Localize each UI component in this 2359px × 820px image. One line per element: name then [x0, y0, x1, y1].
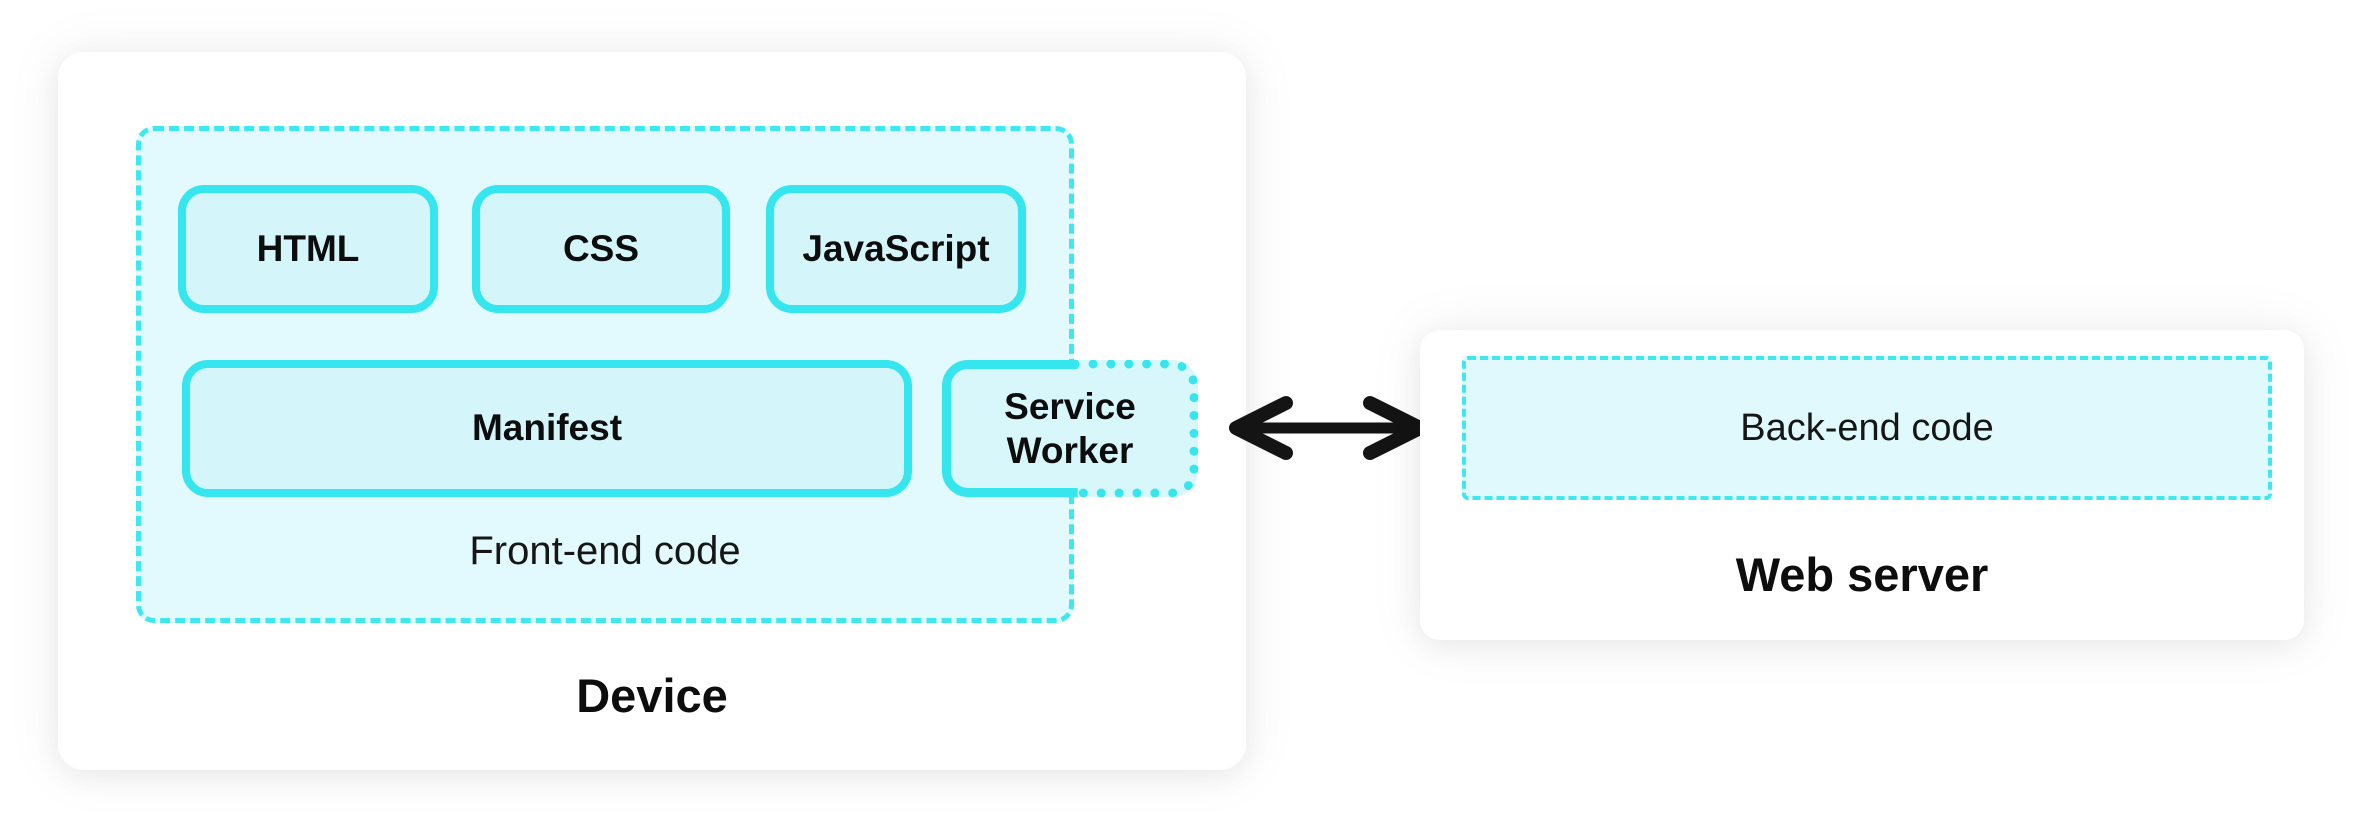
service-worker-box-label: Service Worker: [1004, 385, 1136, 471]
frontend-code-label: Front-end code: [469, 529, 741, 573]
manifest-box: Manifest: [182, 360, 912, 497]
html-box-label: HTML: [256, 227, 360, 269]
css-box-label: CSS: [562, 227, 640, 269]
device-label: Device: [576, 669, 728, 722]
manifest-box-label: Manifest: [471, 407, 623, 449]
backend-code-box: Back-end code: [1462, 356, 2272, 500]
javascript-box-label: JavaScript: [802, 227, 990, 269]
javascript-box: JavaScript: [766, 185, 1026, 313]
device-card: HTML CSS JavaScript Manifest Service Wor…: [58, 52, 1246, 770]
service-worker-box: Service Worker: [942, 360, 1198, 497]
css-box: CSS: [472, 185, 730, 313]
web-server-label: Web server: [1735, 548, 1989, 601]
html-box: HTML: [178, 185, 438, 313]
bidirectional-arrow-icon: [1229, 396, 1427, 460]
backend-code-label: Back-end code: [1740, 406, 1994, 449]
web-server-card: Back-end code Web server: [1420, 330, 2304, 640]
